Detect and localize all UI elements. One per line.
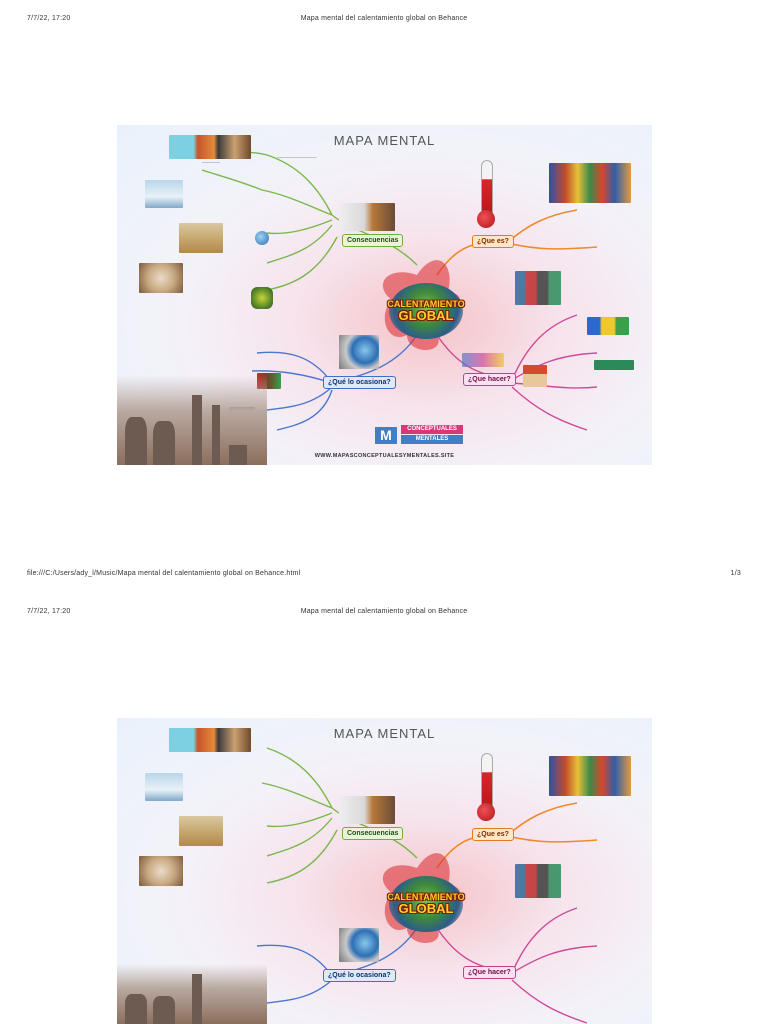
central-topic-line2: GLOBAL [398,308,454,323]
branch-que-lo-ocasiona-page2: ¿Qué lo ocasiona? [323,969,396,982]
print-page-number-footer: 1/3 [730,570,741,577]
food-bowl-photo [139,856,183,886]
drought-photo [179,816,223,846]
branch-que-hacer-page2: ¿Que hacer? [463,966,516,979]
central-topic-line2: GLOBAL [398,901,454,916]
map-title: MAPA MENTAL [333,133,436,148]
website-url: WWW.MAPASCONCEPTUALESYMENTALES.SITE [314,453,455,459]
branch-que-lo-ocasiona: ¿Qué lo ocasiona? [323,376,396,389]
print-date-header-page2: 7/7/22, 17:20 [27,608,71,615]
train-icon [594,360,634,370]
people-icon [515,864,561,898]
people-icon [515,271,561,305]
question-symbols-icon [462,353,504,367]
trees-icon [251,287,273,309]
print-title-header-page2: Mapa mental del calentamiento global on … [300,608,468,615]
polar-bear-photo [145,180,183,208]
factory-photo [117,964,267,1024]
weather-icons-photo [169,728,251,752]
thermometer-bulb-icon [477,803,495,821]
central-topic-globe-page2: CALENTAMIENTO GLOBAL [387,876,465,932]
bear-fire-photo [339,203,395,231]
earth-pusher-photo [339,928,379,962]
thermometer-bulb-icon [477,210,495,228]
factory-photo [117,375,267,465]
branch-consecuencias: Consecuencias [342,234,404,247]
recycle-bins-icon [587,317,629,335]
brand-logo: M CONCEPTUALES MENTALES [375,425,465,445]
mind-map-image: MAPA MENTAL ――――― ――――――――――― Consecuenc… [117,125,652,465]
world-heat-map-photo [549,163,631,203]
drought-photo [179,223,223,253]
print-date-header: 7/7/22, 17:20 [27,15,71,22]
mind-map-image-page2: MAPA MENTAL Consecuencias ¿Que es? ¿Qué … [117,718,652,1024]
map-title-page2: MAPA MENTAL [333,726,436,741]
bear-fire-photo [339,796,395,824]
weather-icons-photo [169,135,251,159]
earth-small-icon [255,231,269,245]
branch-que-es: ¿Que es? [472,235,514,248]
central-topic-line1: CALENTAMIENTO [387,892,465,902]
central-topic-globe: CALENTAMIENTO GLOBAL [387,283,465,339]
logo-m-icon: M [375,427,397,444]
polar-bear-photo [145,773,183,801]
world-heat-map-photo [549,756,631,796]
logo-line2: MENTALES [401,435,463,444]
branch-que-hacer: ¿Que hacer? [463,373,516,386]
logo-line1: CONCEPTUALES [401,425,463,434]
food-bowl-photo [139,263,183,293]
earth-pusher-photo [339,335,379,369]
central-topic-line1: CALENTAMIENTO [387,299,465,309]
branch-consecuencias-page2: Consecuencias [342,827,404,840]
branch-que-es-page2: ¿Que es? [472,828,514,841]
house-icon [523,365,547,387]
print-title-header: Mapa mental del calentamiento global on … [300,15,468,22]
print-file-path-footer: file:///C:/Users/ady_l/Music/Mapa mental… [27,570,301,577]
